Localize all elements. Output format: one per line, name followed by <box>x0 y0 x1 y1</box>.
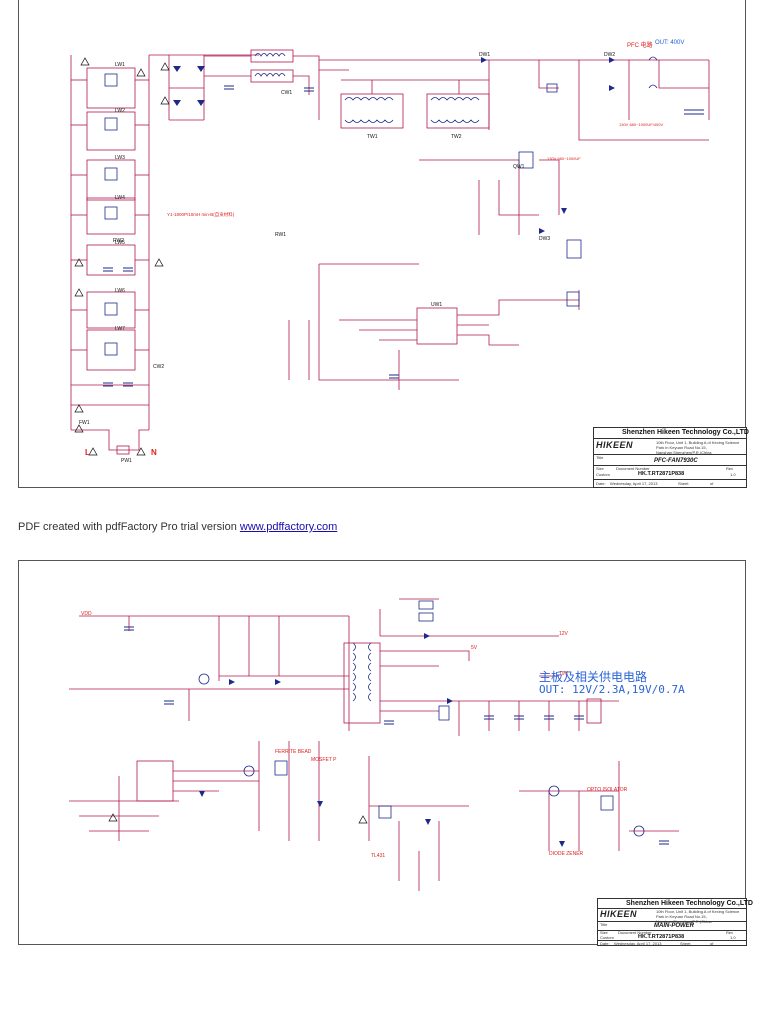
main-power-schematic-drawing <box>69 598 679 891</box>
pdf-footer: PDF created with pdfFactory Pro trial ve… <box>18 521 337 533</box>
part-label: RW1 <box>275 232 287 238</box>
title-block-main-power: Shenzhen Hikeen Technology Co.,LTD HIKEE… <box>597 898 753 946</box>
net-label: FERRITE BEAD <box>275 749 312 755</box>
part-label: DW3 <box>539 236 551 242</box>
rev-label: Rev <box>726 466 734 471</box>
sheet-label: Sheet <box>680 941 691 946</box>
size-label: Size <box>600 930 608 935</box>
main-power-output: OUT: 12V/2.3A,19V/0.7A <box>539 683 685 696</box>
net-label: 5V <box>471 645 478 651</box>
pfc-schematic-drawing <box>70 49 710 456</box>
docnum-label: Document Number <box>616 466 650 471</box>
part-label: DW1 <box>479 52 491 58</box>
part-label: LW1 <box>115 62 125 68</box>
size-value: Custom <box>596 472 610 477</box>
document-number: HK.T.RT2871P838 <box>638 934 685 940</box>
document-number: HK.T.RT2871P838 <box>638 471 685 477</box>
input-live-label: L <box>85 448 90 457</box>
net-label: VDD <box>81 611 92 617</box>
schematic-sheet-main-power: 主板及相关供电电路 OUT: 12V/2.3A,19V/0.7A Shenzhe… <box>18 560 753 946</box>
input-neutral-label: N <box>151 448 157 457</box>
company-name: Shenzhen Hikeen Technology Co.,LTD <box>622 429 749 436</box>
title-field-label: Title <box>596 455 604 460</box>
date-label: Date: <box>596 481 606 486</box>
sheet-label: Sheet <box>678 481 689 486</box>
rev-value: 1.0 <box>730 472 736 477</box>
date-label: Date: <box>600 941 610 946</box>
bulk-cap-red-note: 130V 680~1000UF/400V <box>619 122 664 127</box>
pfc-circuit-label: PFC 电路 <box>627 43 653 49</box>
part-label: FW1 <box>79 420 90 426</box>
part-label: CW2 <box>153 364 165 370</box>
hikeen-logo: HIKEEN <box>596 440 634 450</box>
part-label: PW1 <box>121 458 132 464</box>
part-label: TW1 <box>367 134 378 140</box>
net-label: 12V <box>559 631 568 637</box>
of-label: of <box>710 941 714 946</box>
part-label: LW6 <box>115 288 125 294</box>
company-address: 10th Floor, Unit 1, Building A of Kexing… <box>656 440 740 455</box>
sheet-title: MAIN-POWER <box>654 923 694 929</box>
rev-value: 1.0 <box>730 935 736 940</box>
hikeen-logo: HIKEEN <box>600 909 638 919</box>
title-block-pfc: Shenzhen Hikeen Technology Co.,LTD HIKEE… <box>593 427 749 488</box>
size-label: Size <box>596 466 604 471</box>
part-label: LW2 <box>115 108 125 114</box>
title-field-label: Title <box>600 922 608 927</box>
footer-text: PDF created with pdfFactory Pro trial ve… <box>18 521 240 533</box>
part-label: LW7 <box>115 326 125 332</box>
of-label: of <box>710 481 714 486</box>
main-power-heading: 主板及相关供电电路 <box>539 670 648 684</box>
sheet-title: PFC-FAN7930C <box>654 458 698 464</box>
part-label: RW2 <box>113 238 125 244</box>
pdffactory-link[interactable]: www.pdffactory.com <box>239 521 338 533</box>
docnum-label: Document Number <box>618 930 652 935</box>
rev-label: Rev <box>726 930 734 935</box>
part-label: LW3 <box>115 155 125 161</box>
pfc-output-label: OUT: 400V <box>655 40 685 46</box>
net-label: MOSFET P <box>311 757 337 763</box>
net-label: OPTO ISOLATOR <box>587 787 628 793</box>
part-label: DW2 <box>604 52 616 58</box>
part-label: TW2 <box>451 134 462 140</box>
company-name: Shenzhen Hikeen Technology Co.,LTD <box>626 900 753 907</box>
date-value: Wednesday, April 17, 2013 <box>614 941 662 946</box>
part-label: LW4 <box>115 195 125 201</box>
part-label: QW1 <box>513 164 525 170</box>
schematic-sheet-pfc: PFC 电路 OUT: 400V Y1-1800P/10mH min-B(自贡材… <box>18 0 749 488</box>
net-label: DIODE ZENER <box>549 851 584 857</box>
emi-red-note: Y1-1800P/10mH min-B(自贡材料) <box>167 212 235 217</box>
net-label: TL431 <box>371 853 386 859</box>
part-label: UW1 <box>431 302 443 308</box>
mosfet-red-note: 130V 680~1000UF <box>547 156 581 161</box>
part-label: LW5 <box>115 240 125 246</box>
part-label: CW1 <box>281 90 293 96</box>
size-value: Custom <box>600 935 614 940</box>
net-label: 19V <box>559 671 568 677</box>
date-value: Wednesday, April 17, 2013 <box>610 481 658 486</box>
